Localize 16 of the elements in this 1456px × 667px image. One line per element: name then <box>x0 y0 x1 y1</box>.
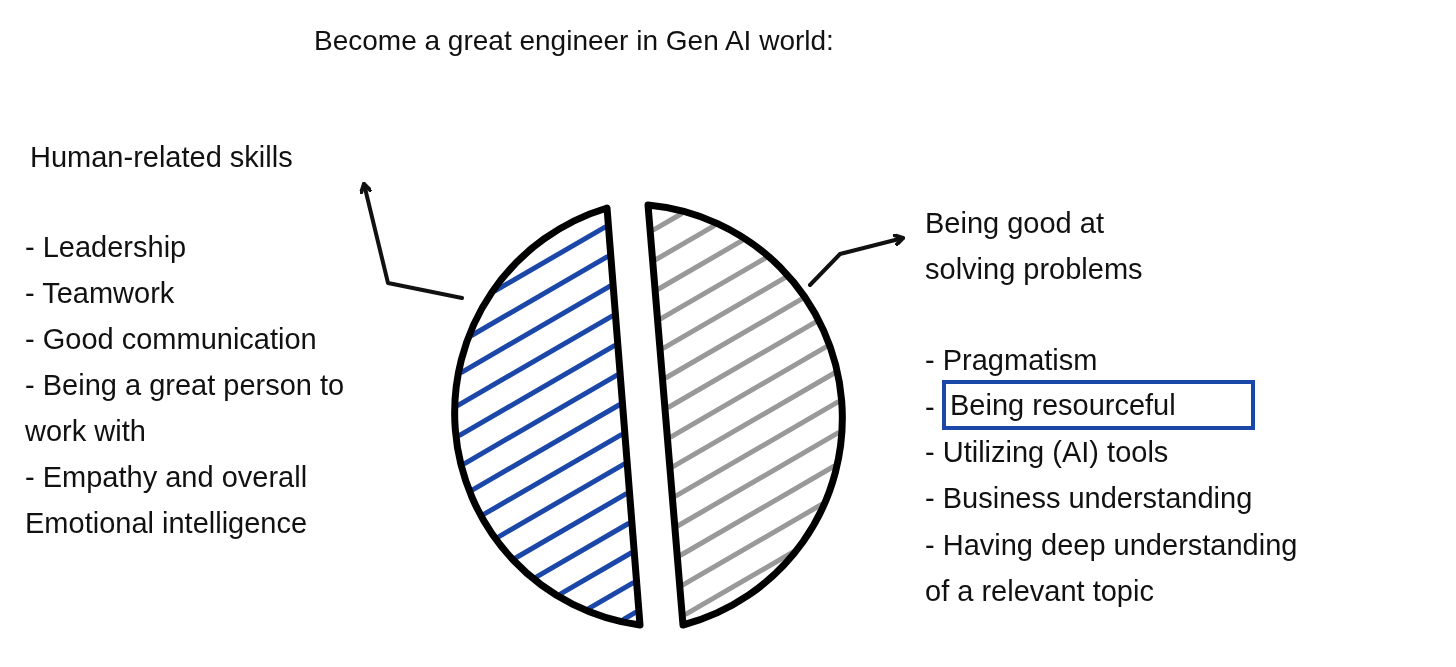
list-item: - Being a great person to work with <box>25 368 346 449</box>
list-item: - Teamwork <box>25 276 176 311</box>
heading-text: Being good at solving problems <box>903 200 1193 292</box>
arrow <box>808 233 905 287</box>
list-item: - Utilizing (AI) tools <box>925 435 1170 470</box>
list-item: - Leadership <box>25 230 188 265</box>
list-item: - Business understanding <box>925 481 1254 516</box>
highlighted-item: Being resourceful <box>942 380 1255 430</box>
arrow <box>359 182 464 300</box>
list-item: - <box>925 390 936 425</box>
list-item: - Good communication <box>25 322 318 357</box>
title: Become a great engineer in Gen AI world: <box>314 24 834 58</box>
list-item: - Pragmatism <box>925 343 1099 378</box>
list-item: - Having deep understanding of a relevant topic <box>925 528 1299 609</box>
heading-text: Human-related skills <box>30 134 320 180</box>
list-item: - Empathy and overall Emotional intelligence <box>25 460 309 541</box>
